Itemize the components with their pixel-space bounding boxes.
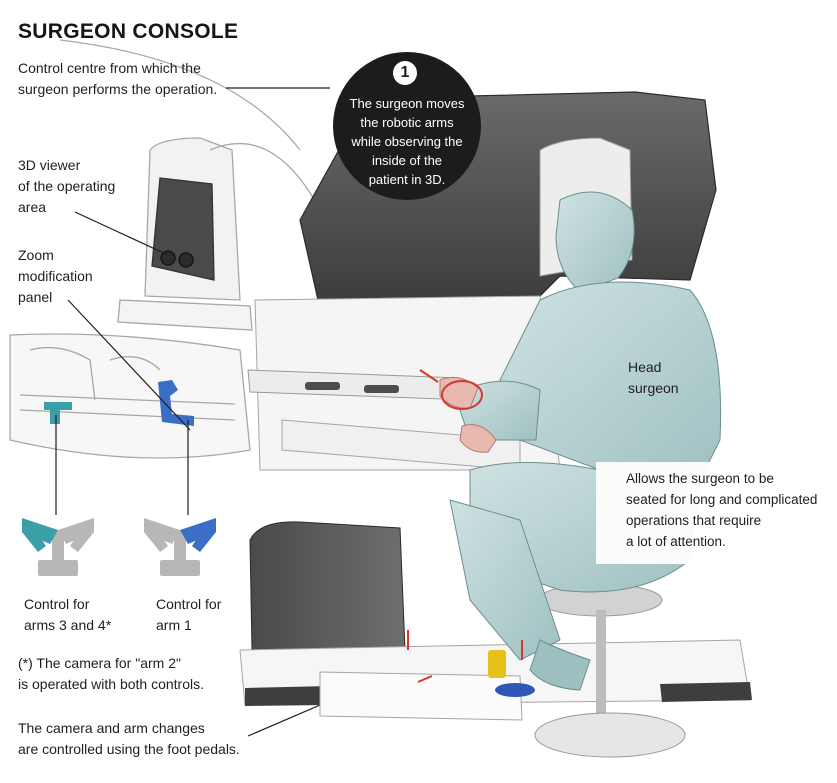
subtitle: Control centre from which the surgeon pe… [18,60,218,97]
label-3d-viewer: 3D viewer of the operating area [18,157,116,215]
console-detail-sketch [9,39,331,459]
control-icon-arm-1 [144,518,216,576]
label-camera-note: (*) The camera for "arm 2" is operated w… [18,655,204,692]
label-pedals-note: The camera and arm changes are controlle… [18,720,240,757]
page-title: SURGEON CONSOLE [18,20,239,43]
left-hand-controller [44,402,72,424]
control-icon-arms-3-4 [22,518,94,576]
foot-pedals [488,650,535,697]
motion-arrows [407,369,523,683]
surgeon-stool [534,583,686,758]
step-bubble: 1 The surgeon moves the robotic arms whi… [333,52,481,200]
label-head-surgeon: Head surgeon [628,359,679,396]
leader-lines [55,87,356,737]
label-zoom-panel: Zoom modification panel [18,247,93,305]
step-text: The surgeon moves the robotic arms while… [349,96,465,187]
label-control-arm-1: Control for arm 1 [156,596,222,633]
label-control-arms-3-4: Control for arms 3 and 4* [24,596,112,633]
right-hand-controller [158,380,194,426]
label-seat-note: Allows the surgeon to be seated for long… [596,462,828,564]
step-number: 1 [393,61,417,85]
